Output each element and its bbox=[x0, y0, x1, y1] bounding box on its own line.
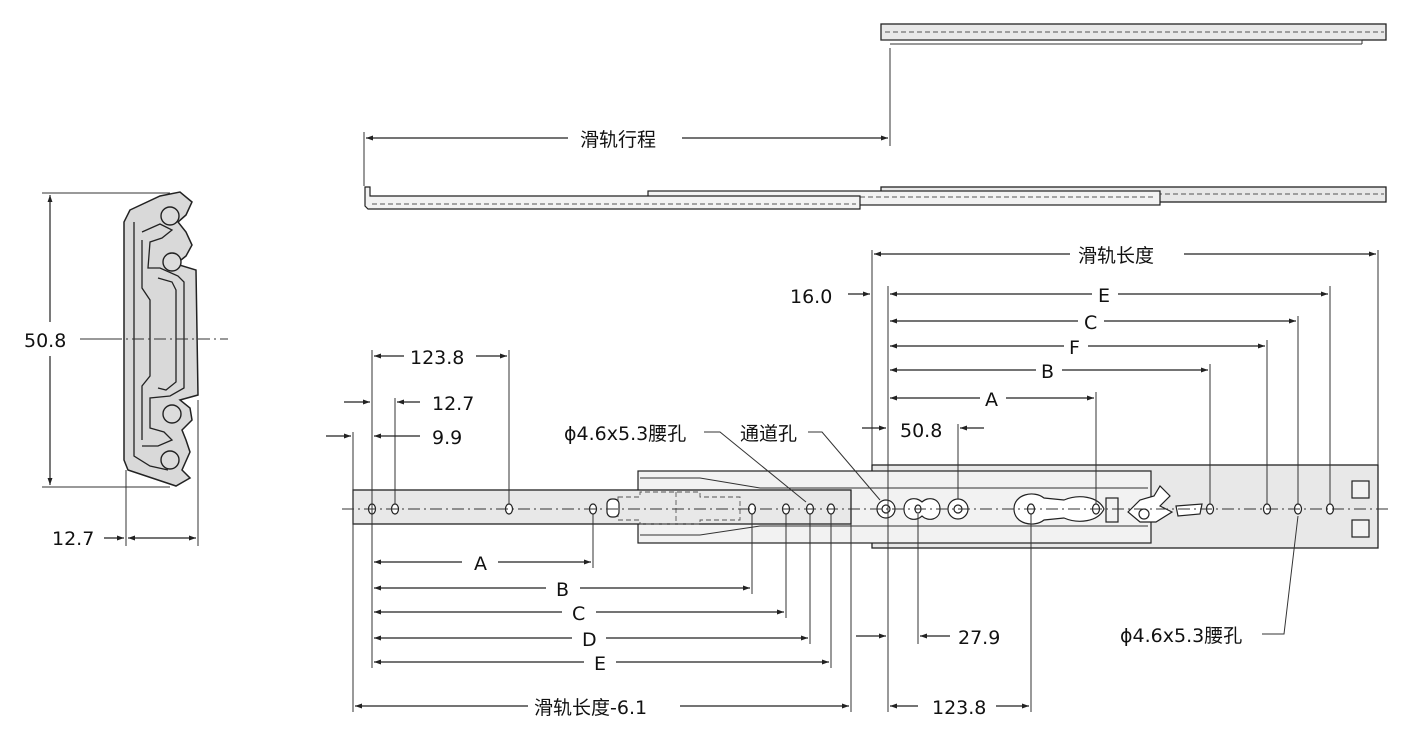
extension-lines bbox=[352, 250, 1379, 712]
cross-section-view: 50.8 12.7 bbox=[24, 191, 228, 550]
rail-profile-inner-2 bbox=[141, 223, 185, 447]
hidden-detail bbox=[617, 491, 741, 525]
latch-spring bbox=[1175, 503, 1203, 517]
rail-edge bbox=[640, 477, 1148, 489]
mounting-tab bbox=[1351, 519, 1370, 538]
extended-view: 滑轨行程 bbox=[363, 23, 1387, 210]
closed-view bbox=[342, 464, 1392, 549]
dim-9-9: 9.9 bbox=[432, 427, 462, 449]
ball-bearing bbox=[162, 404, 182, 424]
slot-hole-label-left: ϕ4.6x5.3腰孔 bbox=[564, 423, 686, 445]
slot-hole bbox=[606, 498, 620, 518]
inner-rail-body bbox=[352, 489, 852, 525]
pitch-123-8-bottom: 123.8 bbox=[932, 697, 986, 719]
dim-letter-B: B bbox=[1041, 361, 1054, 383]
dimensions: 滑轨长度 16.0 E C F B A 50.8 123.8 bbox=[326, 245, 1376, 719]
ball-bearing bbox=[160, 450, 180, 470]
dim-letter-E: E bbox=[1098, 285, 1110, 307]
dim-letter-C: C bbox=[572, 603, 585, 625]
dim-50-8: 50.8 bbox=[900, 420, 942, 442]
rail-length-minus-label: 滑轨长度-6.1 bbox=[534, 697, 647, 719]
dim-letter-C: C bbox=[1084, 312, 1097, 334]
dim-12-7: 12.7 bbox=[432, 393, 474, 415]
latch-pivot bbox=[1138, 508, 1150, 520]
dim-27-9: 27.9 bbox=[958, 627, 1000, 649]
rail-length-label: 滑轨长度 bbox=[1078, 245, 1154, 267]
leader-line bbox=[808, 431, 881, 501]
offset-16-dimension: 16.0 bbox=[790, 286, 832, 308]
pitch-123-8-top: 123.8 bbox=[410, 347, 464, 369]
dim-letter-A: A bbox=[474, 553, 487, 575]
mounting-tab bbox=[1351, 480, 1370, 499]
release-lever bbox=[1013, 493, 1105, 525]
leader-line bbox=[1262, 515, 1299, 635]
height-dimension: 50.8 bbox=[24, 330, 66, 352]
leader-line bbox=[704, 431, 807, 503]
inner-rail bbox=[364, 186, 861, 210]
dim-letter-D: D bbox=[582, 629, 597, 651]
ball-bearing bbox=[162, 252, 182, 272]
rail-profile-inner-4 bbox=[157, 277, 177, 391]
rail-profile-inner-3 bbox=[141, 240, 151, 440]
slot-hole-label-right: ϕ4.6x5.3腰孔 bbox=[1120, 625, 1242, 647]
dim-letter-F: F bbox=[1069, 337, 1080, 359]
dim-letter-B: B bbox=[556, 579, 569, 601]
rail-edge bbox=[640, 525, 1148, 536]
ball-bearing bbox=[160, 206, 180, 226]
side-width-dimension: 12.7 bbox=[52, 528, 94, 550]
stopper-block bbox=[1105, 497, 1119, 523]
travel-label: 滑轨行程 bbox=[580, 129, 656, 151]
access-hole-label: 通道孔 bbox=[740, 423, 797, 445]
dim-letter-A: A bbox=[985, 389, 998, 411]
dim-letter-E: E bbox=[594, 653, 606, 675]
